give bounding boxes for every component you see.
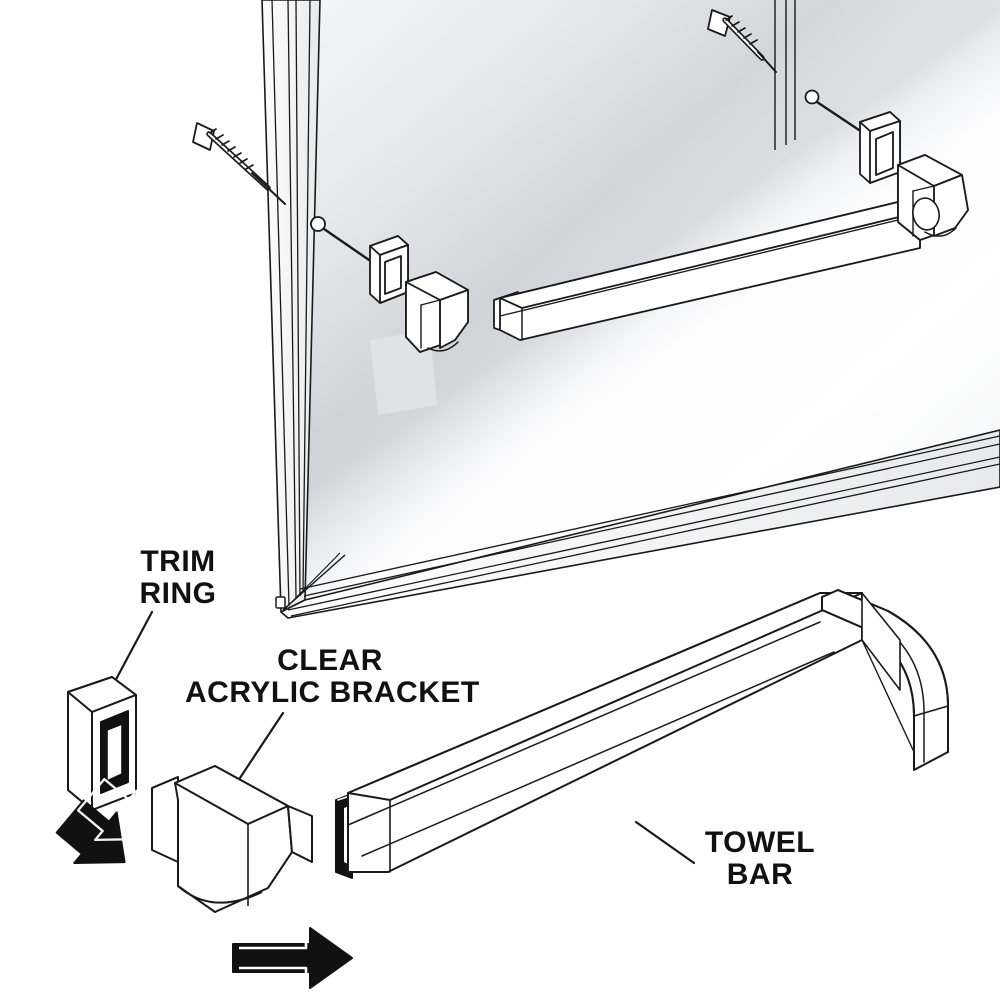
towel-bar-post-right [821, 589, 949, 771]
mirror-frame-bottom [280, 429, 1000, 619]
mounting-screw-right [707, 9, 777, 73]
clear-acrylic-bracket-mounted-right [897, 154, 969, 241]
frame-screw-hole [275, 596, 286, 609]
leader-clear-acrylic-bracket [230, 711, 285, 792]
label-clear-acrylic-bracket: CLEAR ACRYLIC BRACKET [185, 644, 480, 710]
trim-ring-part [67, 676, 137, 811]
clear-acrylic-bracket-mounted-left [405, 271, 469, 353]
trim-ring-mounted-right [859, 111, 901, 184]
screw-axis-left [310, 216, 374, 264]
mirror-frame-right [774, 0, 796, 150]
label-towel-bar: TOWEL BAR [704, 826, 816, 892]
leader-towel-bar [634, 820, 696, 865]
label-trim-ring: TRIM RING [139, 545, 217, 611]
clear-acrylic-bracket-part [151, 765, 313, 913]
screw-axis-right [804, 89, 864, 134]
frame-mitre-line-2 [282, 552, 341, 612]
mirror-frame-bottom-reveal-lines [287, 435, 1000, 617]
mirror-frame-left-reveal-lines [271, 0, 311, 607]
trim-ring-arrow [55, 777, 146, 864]
towel-bar-part [335, 589, 949, 879]
trim-ring-mounted-left [369, 235, 409, 304]
mounting-screw-left [192, 122, 286, 205]
bracket-arrow [232, 927, 353, 989]
mounted-hardware-right [707, 9, 969, 241]
